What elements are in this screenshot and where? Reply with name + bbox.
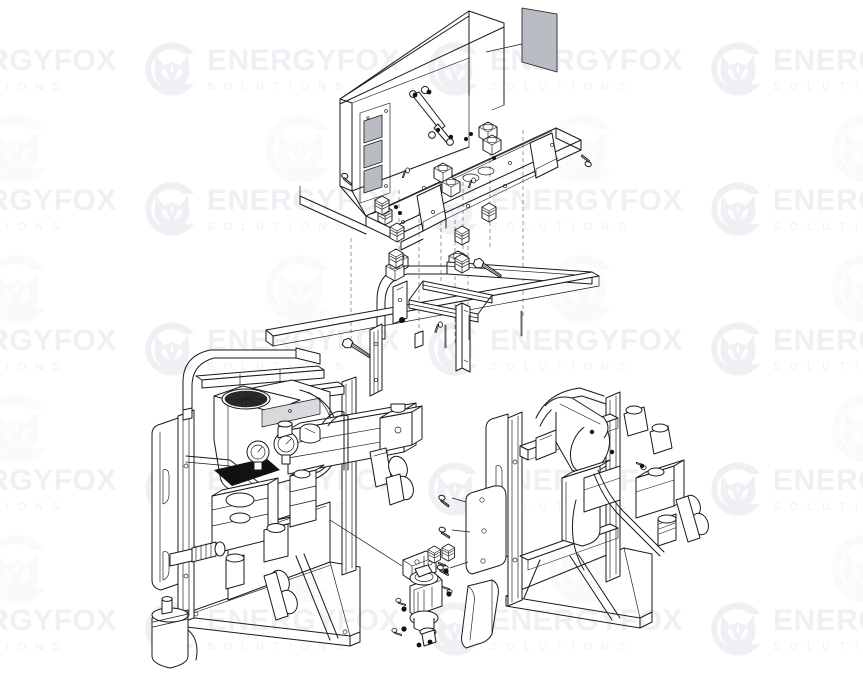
loose-hardware-hood	[339, 89, 594, 273]
valve-body	[409, 564, 443, 647]
control-valve	[299, 423, 321, 444]
bracket-plate-center	[392, 280, 408, 325]
main-machine-left-assembly	[151, 347, 423, 669]
cooling-fan-grille	[221, 388, 271, 410]
main-machine-right-assembly	[435, 387, 709, 629]
side-guard-pad	[151, 417, 179, 591]
fitting-group	[423, 543, 456, 566]
lower-hook-group	[263, 569, 298, 621]
side-access-cover	[435, 485, 507, 577]
feed-line	[571, 469, 665, 571]
filter-canister	[151, 596, 198, 669]
vent-plate-lower	[363, 164, 383, 194]
vent-plate-middle	[363, 139, 383, 169]
roll-bar-hardware	[340, 248, 523, 359]
valve-detail-assembly	[329, 519, 499, 649]
fluid-pump	[211, 477, 279, 590]
nozzle-hook-group	[369, 447, 414, 506]
right-brace-a	[569, 555, 613, 621]
hood-shell	[339, 10, 505, 217]
misc-hardware	[589, 429, 647, 470]
mount-bracket-left	[369, 323, 383, 397]
tank-cylinder	[535, 396, 611, 474]
pressure-gauge-a	[246, 440, 270, 471]
gauge-group	[246, 420, 321, 471]
roll-bar-frame-assembly	[265, 248, 600, 397]
right-nozzle-hooks	[675, 494, 709, 543]
access-panel-plate	[485, 7, 558, 73]
hood-enclosure-assembly	[299, 7, 594, 273]
nameplate-label	[261, 397, 321, 428]
saddle-mat	[214, 458, 280, 486]
right-base-frame	[505, 547, 653, 629]
mount-bracket-right	[455, 302, 471, 373]
vent-plate-upper	[363, 114, 383, 144]
machine-roll-bar	[182, 347, 321, 421]
diagonal-brace	[295, 555, 331, 641]
spring-fitting	[169, 541, 226, 567]
cover-shroud	[461, 579, 499, 649]
vertical-post-right	[341, 376, 357, 576]
motor-housing	[561, 459, 621, 547]
gauge-valve-knob	[277, 420, 293, 439]
center-valve-column	[263, 464, 325, 563]
side-rail	[265, 261, 600, 347]
vent-plate-group	[359, 102, 391, 204]
vertical-post-left	[177, 409, 195, 625]
cap-screw-group	[391, 561, 453, 648]
valve-block	[623, 405, 685, 547]
gusset-plate-right	[529, 132, 559, 179]
